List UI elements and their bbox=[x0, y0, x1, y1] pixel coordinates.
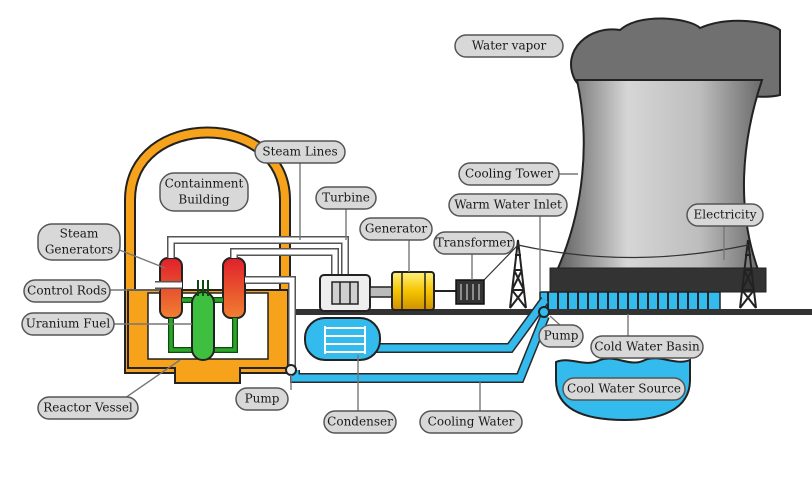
svg-text:Steam: Steam bbox=[60, 227, 99, 241]
label-turbine: Turbine bbox=[315, 186, 377, 210]
reactor-vessel bbox=[191, 280, 215, 361]
label-warm-water-inlet: Warm Water Inlet bbox=[448, 193, 568, 217]
svg-text:Generator: Generator bbox=[365, 222, 427, 236]
label-uranium-fuel: Uranium Fuel bbox=[21, 312, 115, 336]
svg-text:Control Rods: Control Rods bbox=[27, 284, 107, 298]
svg-text:Electricity: Electricity bbox=[694, 208, 757, 222]
steam-generator-right bbox=[222, 257, 246, 319]
transmission-tower-right bbox=[739, 239, 757, 309]
pump-right-symbol bbox=[538, 306, 550, 318]
label-cooling-tower: Cooling Tower bbox=[458, 162, 560, 186]
label-condenser: Condenser bbox=[323, 410, 397, 434]
label-control-rods: Control Rods bbox=[23, 279, 111, 303]
leader-lines bbox=[108, 160, 725, 412]
label-cool-water-source: Cool Water Source bbox=[562, 377, 686, 401]
label-cold-water-basin: Cold Water Basin bbox=[590, 335, 704, 359]
label-pump-right: Pump bbox=[538, 324, 584, 348]
svg-text:Uranium Fuel: Uranium Fuel bbox=[26, 317, 111, 331]
svg-text:Generators: Generators bbox=[45, 243, 113, 257]
label-containment-building: Containment Building bbox=[159, 172, 249, 212]
svg-text:Pump: Pump bbox=[544, 329, 579, 343]
svg-text:Pump: Pump bbox=[245, 392, 280, 406]
label-steam-generators: Steam Generators bbox=[37, 223, 121, 261]
svg-text:Transformer: Transformer bbox=[436, 236, 513, 250]
svg-text:Water vapor: Water vapor bbox=[472, 39, 547, 53]
label-generator: Generator bbox=[359, 217, 433, 241]
label-cooling-water: Cooling Water bbox=[419, 410, 523, 434]
cooling-tower bbox=[539, 79, 767, 315]
steam-lines bbox=[155, 236, 349, 368]
svg-text:Reactor Vessel: Reactor Vessel bbox=[43, 401, 133, 415]
condenser bbox=[304, 317, 381, 361]
power-line bbox=[517, 244, 749, 259]
svg-text:Building: Building bbox=[178, 193, 229, 207]
svg-text:Cold Water Basin: Cold Water Basin bbox=[594, 340, 700, 354]
label-transformer: Transformer bbox=[433, 231, 515, 255]
power-line-transformer bbox=[483, 244, 519, 281]
pump-left-symbol bbox=[285, 364, 297, 376]
svg-text:Cooling Tower: Cooling Tower bbox=[465, 167, 553, 181]
svg-text:Condenser: Condenser bbox=[327, 415, 393, 429]
transmission-tower-left bbox=[509, 239, 527, 309]
label-steam-lines: Steam Lines bbox=[254, 140, 346, 164]
turbine bbox=[319, 274, 393, 312]
transformer bbox=[455, 279, 485, 305]
label-electricity: Electricity bbox=[686, 203, 764, 227]
svg-text:Steam Lines: Steam Lines bbox=[262, 145, 337, 159]
svg-text:Turbine: Turbine bbox=[322, 191, 370, 205]
svg-text:Containment: Containment bbox=[165, 177, 244, 191]
svg-text:Cooling Water: Cooling Water bbox=[428, 415, 515, 429]
label-reactor-vessel: Reactor Vessel bbox=[37, 396, 139, 420]
svg-text:Cool Water Source: Cool Water Source bbox=[567, 382, 681, 396]
label-pump-left: Pump bbox=[235, 387, 289, 411]
svg-text:Warm Water Inlet: Warm Water Inlet bbox=[454, 198, 562, 212]
label-water-vapor: Water vapor bbox=[454, 34, 564, 58]
generator bbox=[391, 271, 456, 311]
